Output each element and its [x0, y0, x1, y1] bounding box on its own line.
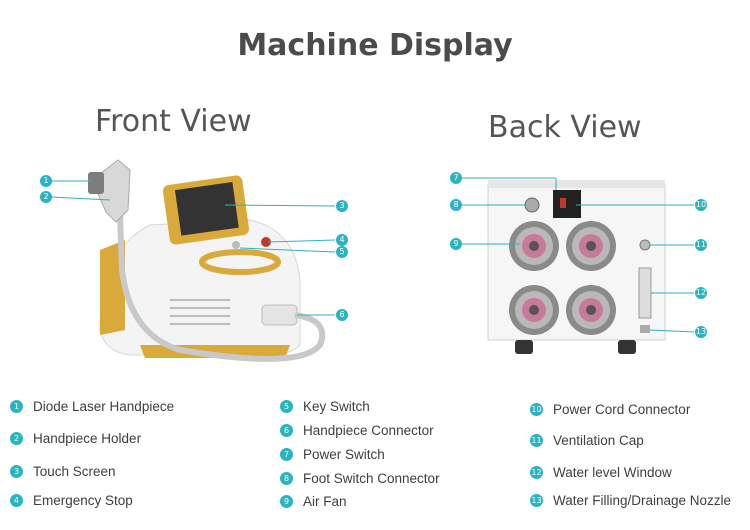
callout-12: 12 [695, 287, 707, 299]
legend-number: 11 [530, 434, 543, 447]
legend-item: 2 Handpiece Holder [10, 431, 141, 446]
front-view-title: Front View [95, 104, 252, 139]
back-view-title: Back View [488, 110, 642, 145]
legend-number: 5 [280, 400, 293, 413]
legend-label: Foot Switch Connector [303, 471, 440, 486]
legend-label: Power Switch [303, 447, 385, 462]
legend-label: Power Cord Connector [553, 402, 691, 417]
legend-item: 7 Power Switch [280, 447, 385, 462]
legend-item: 13 Water Filling/Drainage Nozzle [530, 493, 731, 508]
callout-3: 3 [336, 200, 348, 212]
legend-number: 3 [10, 465, 23, 478]
callout-10: 10 [695, 199, 707, 211]
page-title: Machine Display [237, 28, 513, 63]
legend-item: 5 Key Switch [280, 399, 370, 414]
legend-number: 7 [280, 448, 293, 461]
legend-number: 4 [10, 494, 23, 507]
callout-11: 11 [695, 239, 707, 251]
legend-number: 9 [280, 495, 293, 508]
legend-item: 10 Power Cord Connector [530, 402, 690, 417]
legend-number: 13 [530, 494, 543, 507]
legend-label: Water Filling/Drainage Nozzle [553, 493, 732, 508]
legend-number: 12 [530, 466, 543, 479]
callout-6: 6 [336, 309, 348, 321]
legend-item: 6 Handpiece Connector [280, 423, 434, 438]
legend-item: 8 Foot Switch Connector [280, 471, 440, 486]
legend-label: Handpiece Connector [303, 423, 434, 438]
legend-label: Water level Window [553, 465, 672, 480]
callout-2: 2 [40, 191, 52, 203]
callout-8: 8 [450, 199, 462, 211]
callout-5: 5 [336, 246, 348, 258]
legend-item: 9 Air Fan [280, 494, 347, 509]
callout-4: 4 [336, 234, 348, 246]
legend-item: 12 Water level Window [530, 465, 672, 480]
legend-item: 1 Diode Laser Handpiece [10, 399, 174, 414]
callout-7: 7 [450, 172, 462, 184]
legend-label: Key Switch [303, 399, 370, 414]
legend-number: 2 [10, 432, 23, 445]
legend-item: 4 Emergency Stop [10, 493, 133, 508]
legend-item: 11 Ventilation Cap [530, 433, 644, 448]
legend-number: 8 [280, 472, 293, 485]
legend-label: Air Fan [303, 494, 347, 509]
legend-number: 10 [530, 403, 543, 416]
legend-label: Touch Screen [33, 464, 116, 479]
legend-label: Diode Laser Handpiece [33, 399, 175, 414]
legend-number: 1 [10, 400, 23, 413]
legend-label: Ventilation Cap [553, 433, 644, 448]
callout-9: 9 [450, 238, 462, 250]
legend-number: 6 [280, 424, 293, 437]
callout-1: 1 [40, 175, 52, 187]
legend-label: Emergency Stop [33, 493, 133, 508]
legend-label: Handpiece Holder [33, 431, 142, 446]
callout-13: 13 [695, 326, 707, 338]
legend-item: 3 Touch Screen [10, 464, 116, 479]
